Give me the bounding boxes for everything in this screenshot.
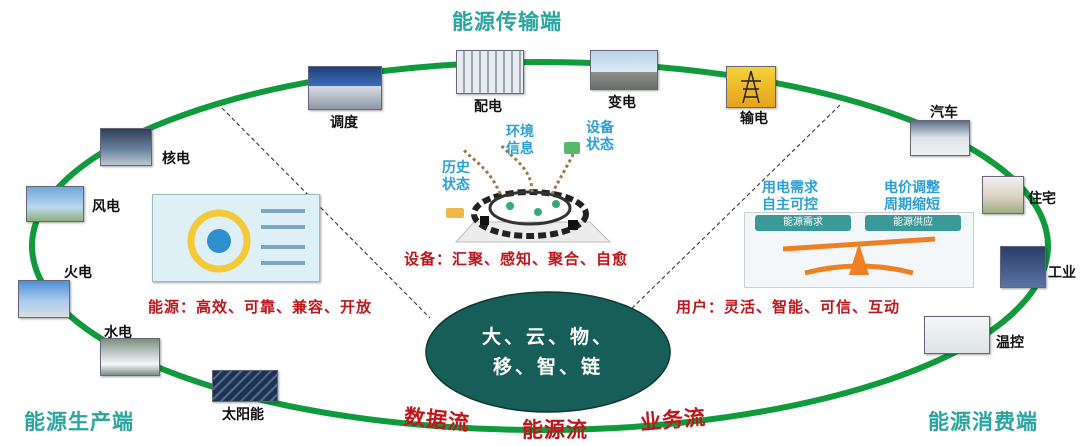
title-transmission-end: 能源传输端: [452, 10, 562, 34]
energy-ring: [29, 59, 1051, 433]
label-solar: 太阳能: [222, 407, 264, 423]
substation-image: [590, 50, 658, 90]
energy-system-graphic: [187, 209, 305, 273]
label-nuclear: 核电: [162, 151, 190, 167]
transmission-tower-image: [726, 66, 776, 108]
bar-label-demand: 能源需求: [783, 217, 823, 228]
tag-price-adjust-line2: 周期缩短: [884, 197, 940, 213]
caption-user: 用户：灵活、智能、可信、互动: [676, 298, 901, 316]
label-industry: 工业: [1048, 265, 1076, 281]
tag-environment-line1: 环境: [506, 124, 534, 140]
tag-device-status-line1: 设备: [586, 120, 614, 136]
tag-price-adjust-line1: 电价调整: [884, 180, 940, 196]
tag-environment-line2: 信息: [506, 141, 534, 157]
label-wind: 风电: [92, 199, 120, 215]
tag-user-demand-line2: 自主可控: [762, 197, 818, 213]
tag-history-status: 历史 状态: [442, 160, 470, 194]
dispatch-center-image: [308, 66, 382, 110]
label-distribution: 配电: [474, 99, 502, 115]
flow-energy: 能源流: [522, 418, 588, 442]
tag-user-demand: 用电需求 自主可控: [762, 180, 818, 214]
tag-price-adjust: 电价调整 周期缩短: [884, 180, 940, 214]
label-car: 汽车: [930, 105, 958, 121]
factory-image: [1000, 246, 1046, 288]
hub-ellipse: [425, 291, 671, 413]
label-dispatch: 调度: [330, 115, 358, 131]
title-production-end: 能源生产端: [24, 410, 134, 434]
hub-label: 大、云、物、 移、智、链: [448, 322, 648, 382]
label-hydro: 水电: [104, 325, 132, 341]
wind-farm-image: [26, 186, 84, 222]
tag-device-status-line2: 状态: [586, 137, 614, 153]
label-transmission: 输电: [740, 111, 768, 127]
caption-device: 设备：汇聚、感知、聚合、自愈: [404, 250, 629, 268]
hub-line2: 移、智、链: [492, 356, 603, 378]
tag-history-line2: 状态: [442, 177, 470, 193]
thermal-plant-image: [18, 280, 70, 318]
solar-panel-image: [212, 370, 278, 402]
caption-energy: 能源：高效、可靠、兼容、开放: [148, 298, 373, 316]
car-image: [910, 120, 970, 156]
energy-system-panel: [152, 194, 320, 282]
dashed-guide-right: [621, 104, 841, 319]
label-home: 住宅: [1028, 191, 1056, 207]
house-image: [982, 176, 1024, 214]
nuclear-plant-image: [100, 128, 152, 166]
pylon-icon: [741, 70, 761, 104]
dashed-guide-left: [221, 107, 431, 319]
tag-environment: 环境 信息: [506, 124, 534, 158]
tag-user-demand-line1: 用电需求: [762, 180, 818, 196]
title-consumption-end: 能源消费端: [928, 410, 1038, 434]
label-thermostat: 温控: [996, 335, 1024, 351]
label-substation: 变电: [608, 95, 636, 111]
tag-device-status: 设备 状态: [586, 120, 614, 154]
hub-line1: 大、云、物、: [481, 326, 614, 348]
balance-scale-icon: [755, 215, 961, 276]
distribution-room-image: [456, 50, 524, 94]
device-network-graphic: [446, 142, 612, 243]
tag-history-line1: 历史: [442, 160, 470, 176]
hydro-dam-image: [100, 338, 160, 376]
thermostat-image: [924, 316, 990, 354]
user-balance-panel: 能源需求 能源供应: [744, 212, 974, 288]
label-thermal: 火电: [64, 265, 92, 281]
bar-label-supply: 能源供应: [893, 217, 933, 228]
flow-business: 业务流: [639, 405, 708, 435]
